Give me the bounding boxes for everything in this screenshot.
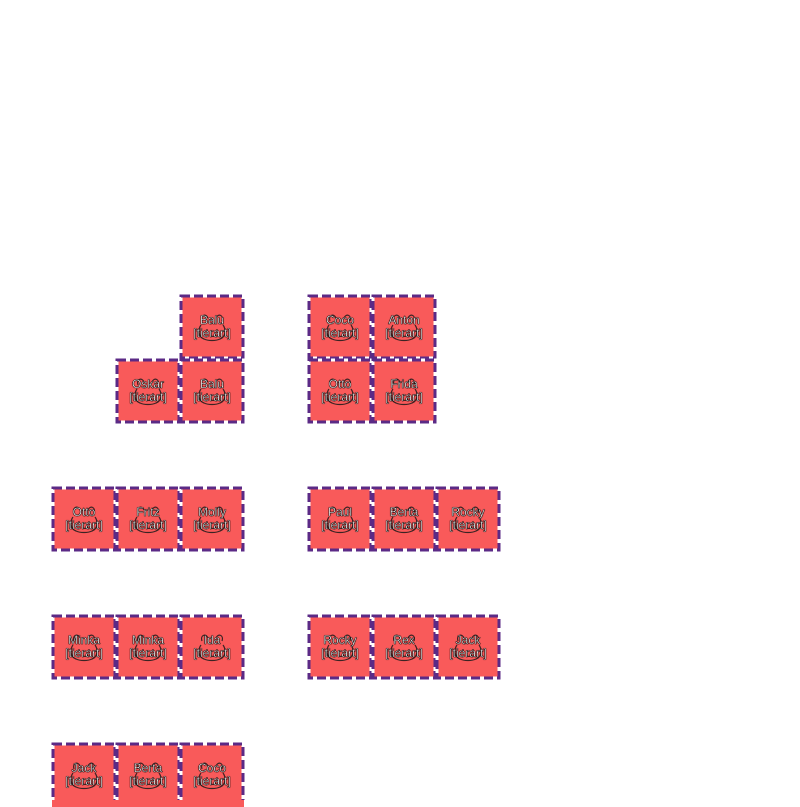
animal-tile[interactable]: Balu[tierart] [180,359,244,423]
animal-tile[interactable]: Fritz[tierart] [116,487,180,551]
animal-tile[interactable]: Molly[tierart] [180,487,244,551]
tile-tag: [tierart] [321,646,359,660]
animal-tile[interactable]: Rocky[tierart] [436,487,500,551]
tile-tag: [tierart] [129,518,167,532]
tile-label: Anton[tierart] [385,313,423,340]
tile-tag: [tierart] [193,518,231,532]
animal-tile[interactable]: Minka[tierart] [52,615,116,679]
tile-label: Rocky[tierart] [321,633,359,660]
tile-label: Minka[tierart] [129,633,167,660]
animal-tile[interactable]: Paul[tierart] [308,487,372,551]
tile-tag: [tierart] [449,518,487,532]
animal-tile[interactable]: Otto[tierart] [308,359,372,423]
tile-tag: [tierart] [129,774,167,788]
tile-label: Minka[tierart] [65,633,103,660]
tile-label: Fritz[tierart] [129,505,167,532]
tile-tag: [tierart] [65,518,103,532]
tile-label: Oskar[tierart] [129,377,167,404]
tile-label: Frida[tierart] [385,377,423,404]
animal-tile[interactable]: Jack[tierart] [436,615,500,679]
animal-tile[interactable]: Jack[tierart] [52,743,116,807]
animal-tile[interactable]: Minka[tierart] [116,615,180,679]
tile-tag: [tierart] [65,646,103,660]
tile-label: Berta[tierart] [129,761,167,788]
tile-tag: [tierart] [321,390,359,404]
tile-tag: [tierart] [193,646,231,660]
tile-tag: [tierart] [129,390,167,404]
tile-label: Balu[tierart] [193,313,231,340]
tile-tag: [tierart] [193,774,231,788]
animal-tile[interactable]: Ida[tierart] [180,615,244,679]
animal-tile[interactable]: Anton[tierart] [372,295,436,359]
animal-tile[interactable]: Coco[tierart] [180,743,244,807]
animal-tile[interactable]: Rex[tierart] [372,615,436,679]
tile-label: Molly[tierart] [193,505,231,532]
tile-label: Balu[tierart] [193,377,231,404]
tile-tag: [tierart] [321,518,359,532]
tile-tag: [tierart] [129,646,167,660]
tile-tag: [tierart] [193,326,231,340]
tile-label: Rocky[tierart] [449,505,487,532]
tile-label: Jack[tierart] [65,761,103,788]
tile-label: Otto[tierart] [65,505,103,532]
tile-tag: [tierart] [385,326,423,340]
tile-tag: [tierart] [321,326,359,340]
animal-tile[interactable]: Otto[tierart] [52,487,116,551]
animal-tile[interactable]: Coco[tierart] [308,295,372,359]
tile-tag: [tierart] [385,518,423,532]
tile-label: Ida[tierart] [193,633,231,660]
animal-tile[interactable]: Frida[tierart] [372,359,436,423]
tile-tag: [tierart] [193,390,231,404]
animal-tile[interactable]: Rocky[tierart] [308,615,372,679]
tile-label: Jack[tierart] [449,633,487,660]
tile-label: Paul[tierart] [321,505,359,532]
tile-label: Coco[tierart] [321,313,359,340]
tile-tag: [tierart] [449,646,487,660]
tile-tag: [tierart] [385,646,423,660]
tile-label: Berta[tierart] [385,505,423,532]
animal-tile[interactable]: Oskar[tierart] [116,359,180,423]
tile-label: Coco[tierart] [193,761,231,788]
animal-tile[interactable]: Berta[tierart] [372,487,436,551]
tile-tag: [tierart] [65,774,103,788]
tile-label: Rex[tierart] [385,633,423,660]
tile-tag: [tierart] [385,390,423,404]
tile-label: Otto[tierart] [321,377,359,404]
animal-tile[interactable]: Berta[tierart] [116,743,180,807]
animal-tile[interactable]: Balu[tierart] [180,295,244,359]
